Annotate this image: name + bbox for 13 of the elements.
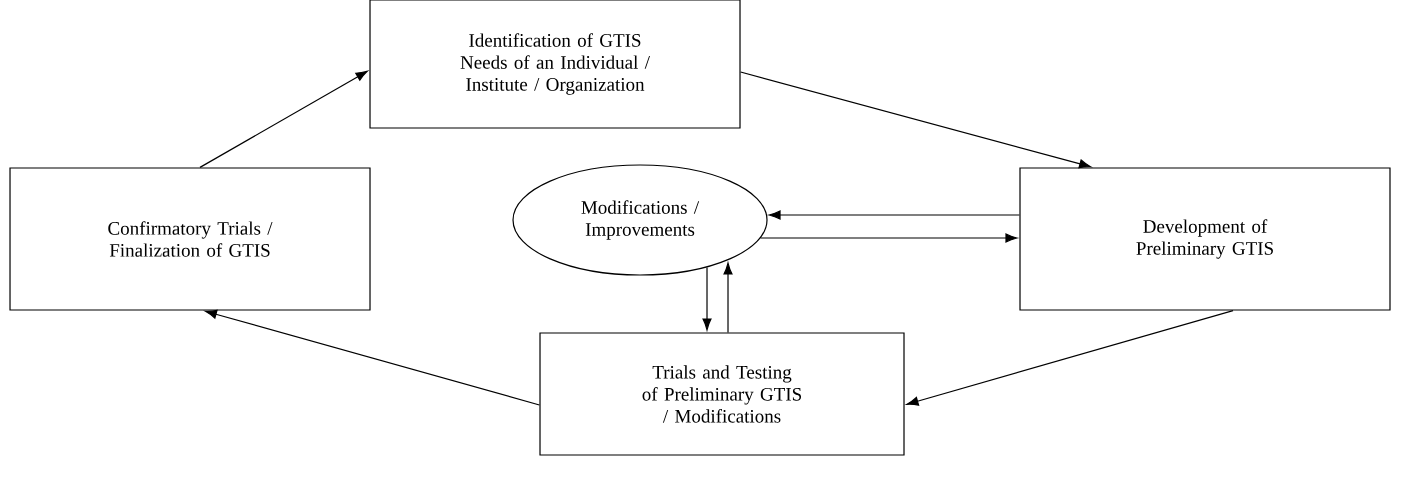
- arrow: [768, 210, 1020, 220]
- process-box: Development of Preliminary GTIS: [1019, 167, 1391, 311]
- arrow: [723, 262, 733, 333]
- process-box: Confirmatory Trials / Finalization of GTIS: [9, 167, 371, 311]
- process-box: Trials and Testing of Preliminary GTIS / Modifications: [539, 332, 905, 456]
- arrow: [199, 70, 368, 168]
- arrow: [740, 71, 1092, 169]
- arrow: [906, 310, 1234, 406]
- ellipse-node: Modifications / Improvements: [512, 164, 768, 276]
- arrow: [760, 233, 1018, 243]
- process-box: Identification of GTIS Needs of an Individual / Institute / Organization: [369, 0, 741, 129]
- arrow: [204, 309, 540, 406]
- arrow: [702, 267, 712, 331]
